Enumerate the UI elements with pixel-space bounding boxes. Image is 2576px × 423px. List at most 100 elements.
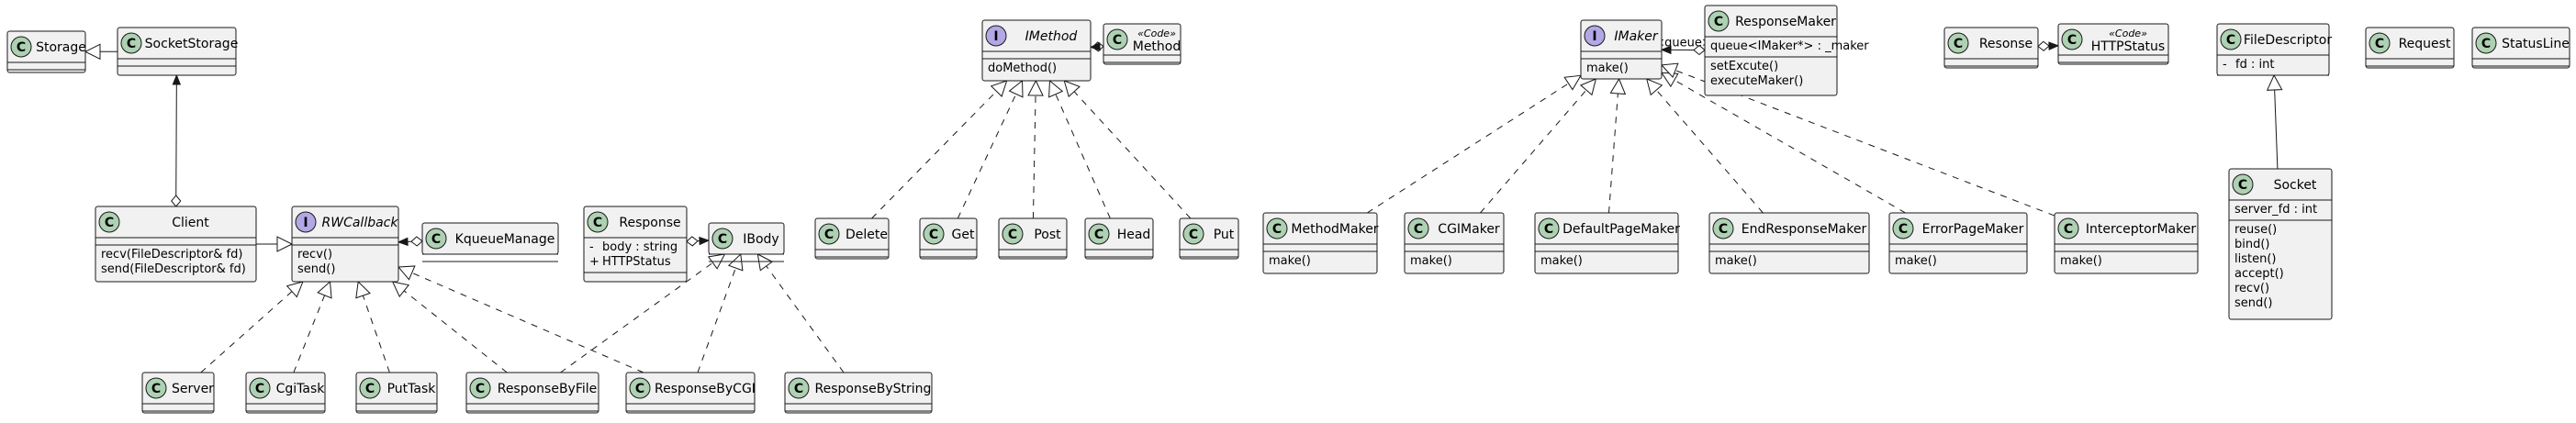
class-box <box>2054 212 2199 274</box>
class-box <box>981 19 1092 82</box>
class-name: Get <box>952 228 975 242</box>
class-icon <box>1002 223 1024 245</box>
class-name: MethodMaker <box>1291 222 1378 237</box>
relation-aggregation <box>171 73 182 207</box>
class-method: recv() <box>297 248 332 262</box>
class-box <box>625 372 756 414</box>
relation-realization <box>957 79 1024 219</box>
interface-icon <box>985 25 1007 47</box>
class-box <box>465 372 599 414</box>
visibility-marker: - <box>2223 58 2227 72</box>
class-kind-glyph: C <box>1189 228 1198 242</box>
arrowhead <box>699 236 711 246</box>
relation-line <box>175 74 177 196</box>
hollow-triangle-arrowhead <box>317 280 332 299</box>
class-name: HTTPStatus <box>2091 39 2165 54</box>
class-attribute: queue<IMaker*> : _maker <box>1710 39 1869 53</box>
class-kind-glyph: I <box>303 216 308 230</box>
class-kind-glyph: C <box>2067 33 2077 48</box>
relations-layer: <<queue>> <box>84 36 2283 373</box>
relation-realization <box>1367 74 1582 214</box>
class-name: CGIMaker <box>1438 222 1500 237</box>
class-name: Client <box>172 216 209 230</box>
hollow-triangle-arrowhead <box>84 43 101 61</box>
class-name: ResponseMaker <box>1735 15 1836 29</box>
relation-line <box>1480 89 1587 214</box>
relation-line <box>200 291 293 373</box>
hollow-triangle-arrowhead <box>2266 73 2283 91</box>
class-name: FileDescriptor <box>2244 33 2332 48</box>
class-kind-glyph: C <box>1719 222 1728 237</box>
class-box <box>1708 212 1870 274</box>
hollow-diamond <box>1693 44 1706 56</box>
hollow-triangle-arrowhead <box>727 252 744 272</box>
relation-realization <box>293 280 332 373</box>
relation-line <box>1608 93 1618 214</box>
relation-line <box>1055 94 1111 219</box>
class-icon <box>1538 217 1560 239</box>
class-kind-glyph: C <box>1113 33 1122 48</box>
relation-label: <<queue>> <box>1644 36 1721 50</box>
class-kind-glyph: C <box>2481 37 2491 51</box>
arrowhead <box>172 73 182 85</box>
class-Put: C Put <box>1179 217 1239 260</box>
class-attribute: HTTPStatus <box>602 255 671 269</box>
class-kind-glyph: I <box>993 29 998 44</box>
relation-line <box>871 91 997 219</box>
class-method: doMethod() <box>988 61 1057 75</box>
class-icon <box>98 211 120 233</box>
visibility-marker: + <box>589 255 599 269</box>
class-icon <box>818 223 840 245</box>
hollow-triangle-arrowhead <box>1579 78 1597 96</box>
class-icon <box>711 228 734 250</box>
hollow-triangle-arrowhead <box>355 280 371 299</box>
class-icon <box>587 211 609 233</box>
relation-realization <box>1646 78 1764 214</box>
class-kind-glyph: C <box>1898 222 1908 237</box>
relation-line <box>2274 89 2279 170</box>
relation-generalization <box>84 43 118 61</box>
class-name: Put <box>1214 228 1235 242</box>
class-stereotype: «Code» <box>1137 28 1176 39</box>
class-icon <box>359 377 381 399</box>
class-kind-glyph: C <box>17 40 26 55</box>
class-name: Response <box>619 216 680 230</box>
class-icon <box>2369 32 2391 54</box>
class-kind-glyph: C <box>2226 33 2235 48</box>
class-kind-glyph: C <box>255 382 264 396</box>
class-kind-glyph: C <box>635 382 644 396</box>
class-name: Resonse <box>1979 37 2033 51</box>
hollow-triangle-arrowhead <box>990 80 1008 97</box>
arrowhead <box>397 237 409 247</box>
hollow-triangle-arrowhead <box>276 236 294 252</box>
hollow-triangle-arrowhead <box>286 281 304 298</box>
class-kind-glyph: C <box>1094 228 1103 242</box>
hollow-diamond <box>410 236 423 247</box>
class-attribute: fd : int <box>2235 58 2274 72</box>
relation-line <box>1032 95 1036 219</box>
relation-line <box>411 272 644 373</box>
class-method: setExcute() <box>1710 60 1778 73</box>
class-name: CgiTask <box>276 382 326 396</box>
class-method: bind() <box>2234 238 2270 251</box>
class-icon <box>2232 173 2254 195</box>
relation-realization <box>397 265 644 373</box>
class-method: reuse() <box>2234 223 2277 237</box>
class-kind-glyph: C <box>2375 37 2384 51</box>
class-attribute: server_fd : int <box>2234 203 2317 217</box>
class-box <box>1534 212 1679 274</box>
